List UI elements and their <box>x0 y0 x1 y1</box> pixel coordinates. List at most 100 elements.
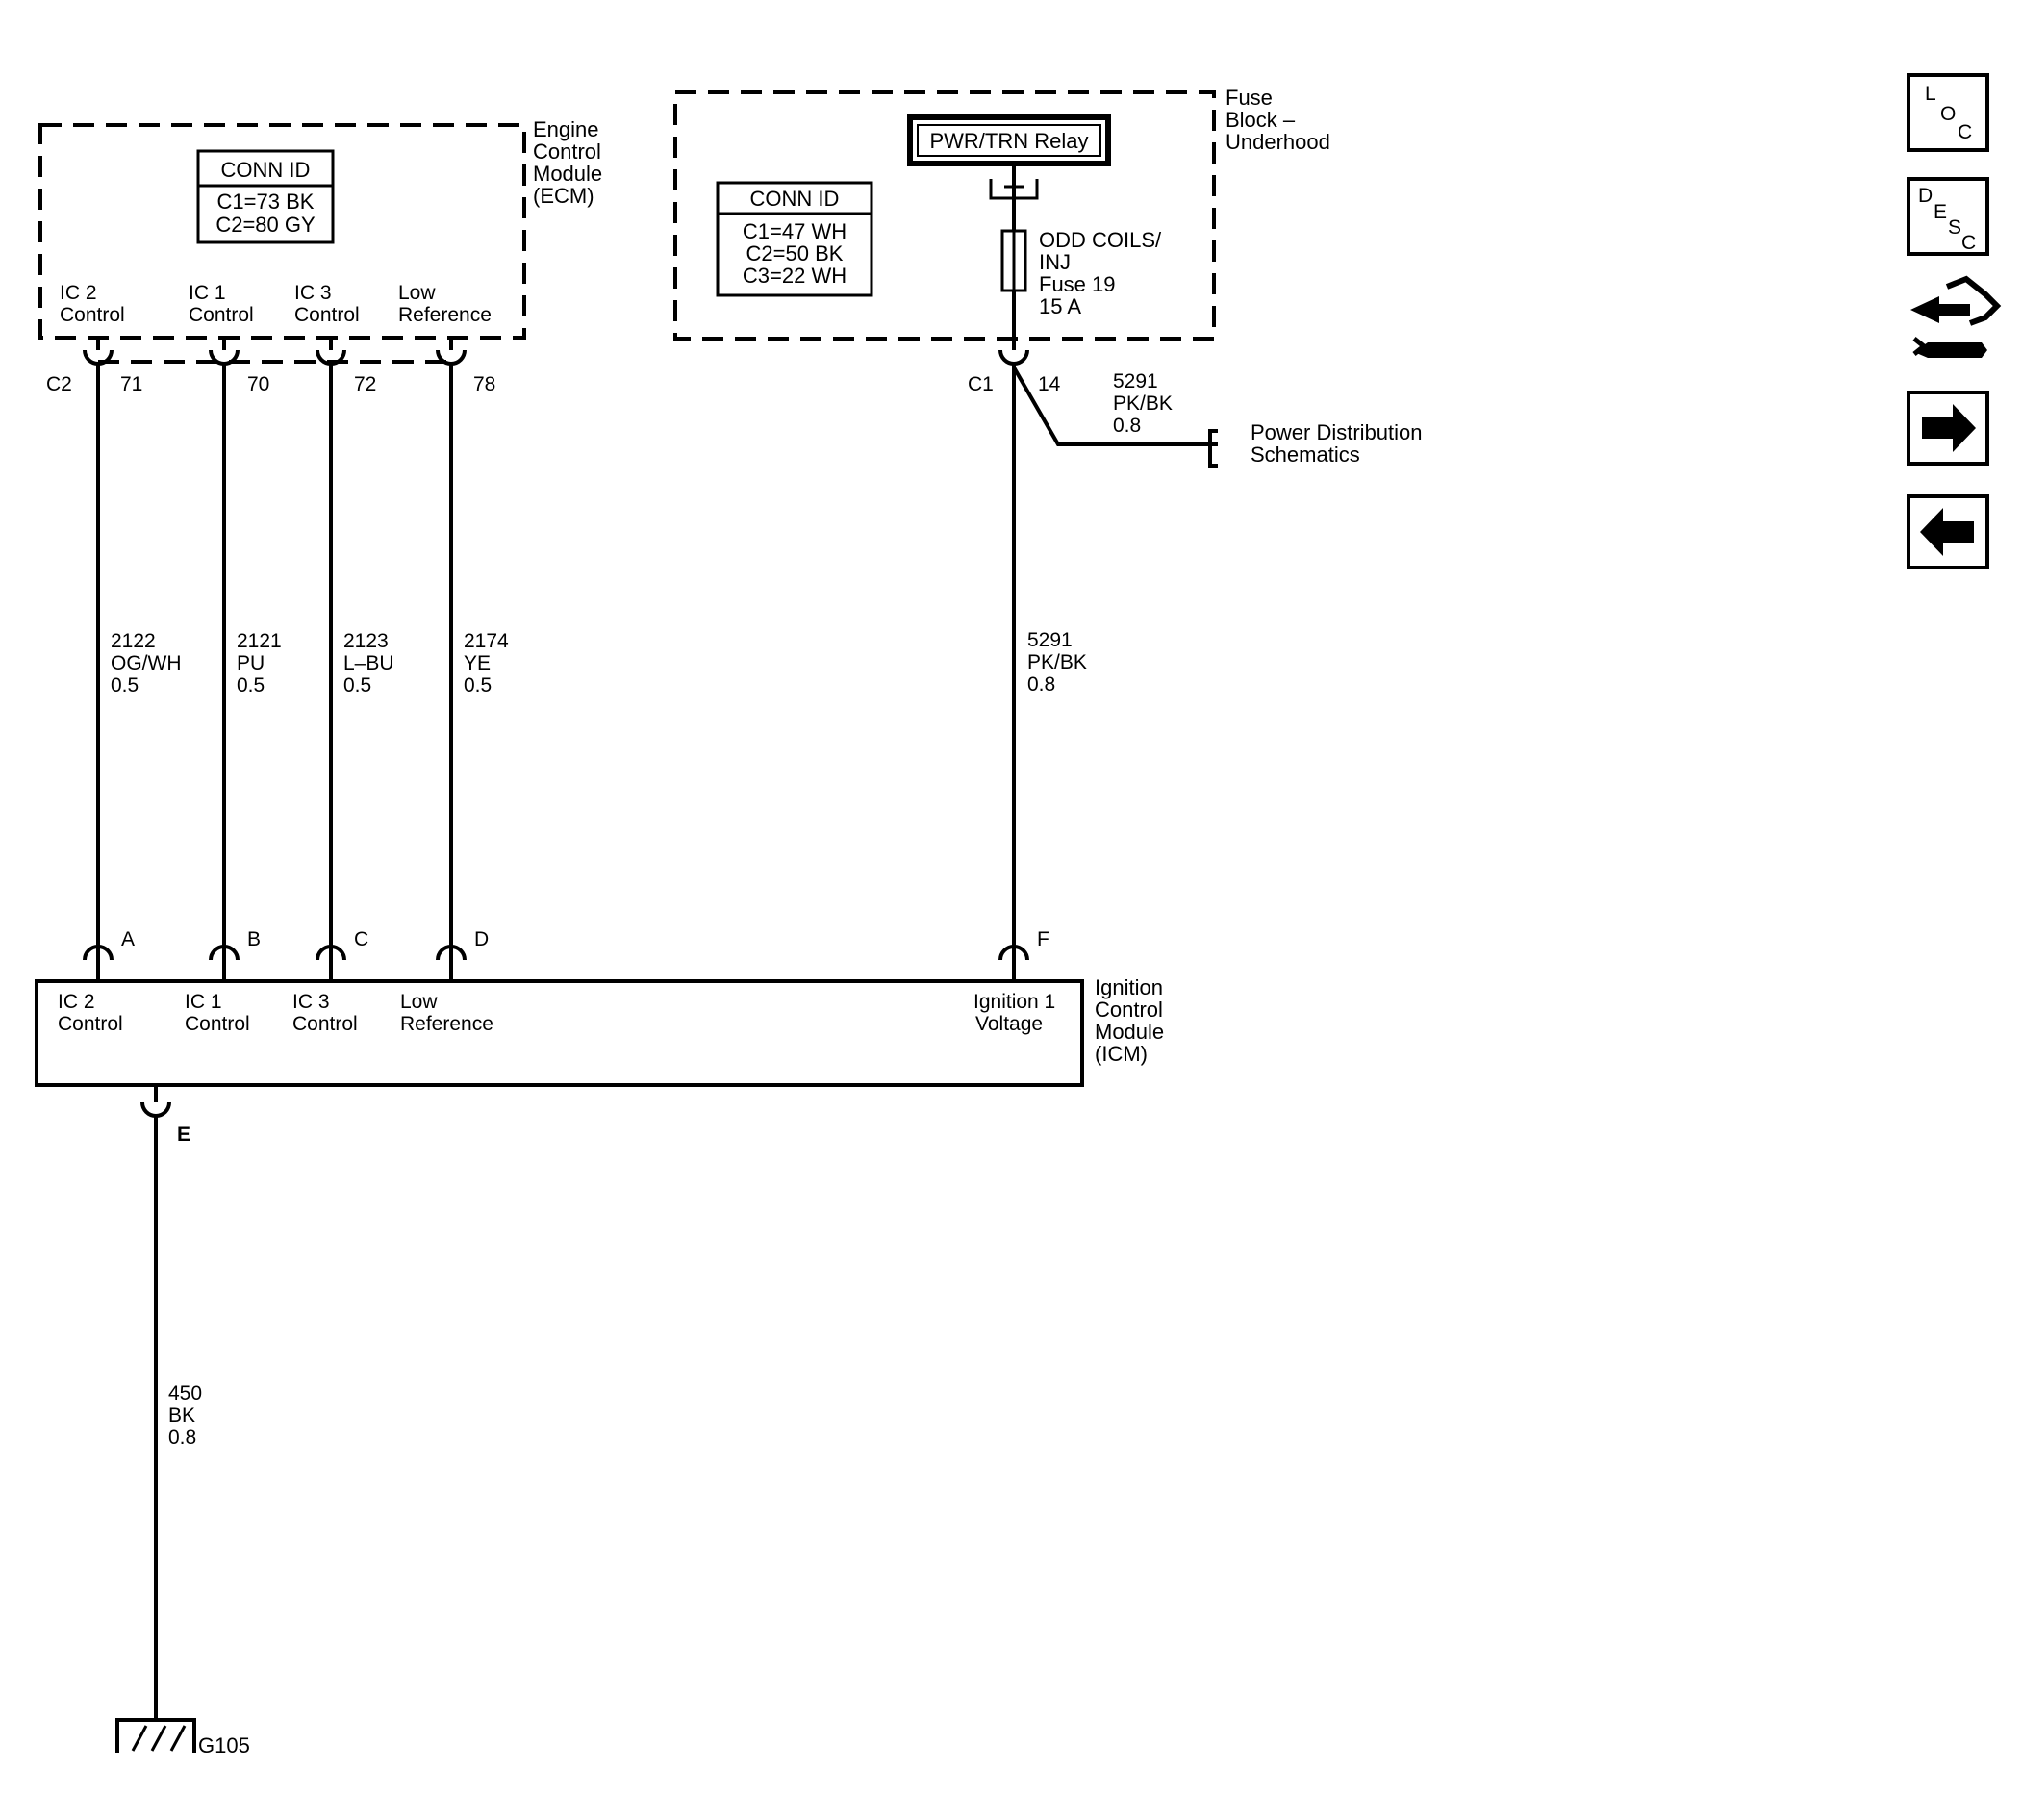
icm-name-2: Control <box>1095 998 1163 1022</box>
icm-pin-label-reference: Reference <box>400 1013 493 1035</box>
power-distribution-link-1[interactable]: Power Distribution <box>1251 420 1423 444</box>
power-distribution-link-2[interactable]: Schematics <box>1251 442 1360 467</box>
branch-wire-size: 0.8 <box>1113 415 1141 437</box>
ecm-conn-id-box: CONN ID C1=73 BK C2=80 GY <box>196 149 335 244</box>
loc-letter-l: L <box>1925 83 1936 105</box>
wire-2174-color: YE <box>464 652 491 674</box>
pwr-trn-relay: PWR/TRN Relay <box>907 114 1111 166</box>
wire-450-size: 0.8 <box>168 1427 196 1449</box>
ecm-cavity-72: 72 <box>354 373 376 395</box>
icm-name-4: (ICM) <box>1095 1042 1148 1066</box>
ecm-conn-id-title: CONN ID <box>221 158 311 182</box>
fuse-block-c1-terminal <box>998 337 1029 366</box>
ecm-pin-label-low: Low <box>398 282 436 304</box>
ecm-pin-label-ic2-control: Control <box>60 304 125 326</box>
ecm-name-1: Engine <box>533 117 599 141</box>
wire-2121-color: PU <box>237 652 265 674</box>
loc-letter-o: O <box>1940 103 1956 125</box>
fuse-conn-id-line-2: C2=50 BK <box>746 241 844 265</box>
relay-output-terminal <box>989 164 1039 200</box>
fuse-block-name-2: Block – <box>1226 108 1296 132</box>
wire-2121-size: 0.5 <box>237 674 265 696</box>
power-distribution-bracket <box>1208 429 1218 468</box>
fuse-connector-id: C1 <box>968 373 994 395</box>
wire-2122-size: 0.5 <box>111 674 139 696</box>
icm-ground-terminal <box>140 1085 171 1118</box>
desc-button[interactable]: D E S C <box>1907 177 1989 256</box>
ignition-control-module: IC 2 Control IC 1 Control IC 3 Control L… <box>35 975 1164 1087</box>
desc-letter-s: S <box>1948 216 1961 239</box>
wire-label-2123: 2123 L–BU 0.5 <box>343 630 394 696</box>
ecm-cavity-70: 70 <box>247 373 269 395</box>
ground-symbol <box>115 1718 196 1753</box>
ecm-conn-id-line-1: C1=73 BK <box>217 190 315 214</box>
loc-letter-c: C <box>1958 121 1972 143</box>
branch-wire-label: 5291 PK/BK 0.8 <box>1113 370 1173 437</box>
ecm-pin-label-ic1: IC 1 <box>189 282 226 304</box>
wire-2174-circuit: 2174 <box>464 630 509 652</box>
icm-pin-label-voltage: Voltage <box>975 1013 1043 1035</box>
wire-2121-circuit: 2121 <box>237 630 282 652</box>
next-page-button[interactable] <box>1907 391 1989 466</box>
icm-pin-label-ic1-control: Control <box>185 1013 250 1035</box>
branch-wire-color: PK/BK <box>1113 392 1173 415</box>
icm-terminals <box>83 945 1029 979</box>
arrow-right-icon <box>1922 404 1976 452</box>
fuse-block-underhood: Fuse Block – Underhood PWR/TRN Relay CON… <box>673 86 1330 341</box>
wire-450-color: BK <box>168 1404 195 1427</box>
branch-wire-circuit: 5291 <box>1113 370 1158 392</box>
ecm-pin-label-ic3: IC 3 <box>294 282 332 304</box>
loc-button[interactable]: L O C <box>1907 73 1989 152</box>
wire-label-5291: 5291 PK/BK 0.8 <box>1027 629 1087 695</box>
wire-label-2122: 2122 OG/WH 0.5 <box>111 630 182 696</box>
desc-letter-e: E <box>1934 201 1947 223</box>
icm-pin-letter-a: A <box>121 928 135 950</box>
wire-5291-color: PK/BK <box>1027 651 1087 673</box>
connector-repair-icon[interactable] <box>1910 275 2002 358</box>
ecm-connector-id: C2 <box>46 373 72 395</box>
fuse-cavity-14: 14 <box>1038 373 1061 395</box>
fuse-label-3: Fuse 19 <box>1039 272 1116 296</box>
ecm-name-4: (ECM) <box>533 184 594 208</box>
ecm-name-3: Module <box>533 162 602 186</box>
icm-pin-label-ic3: IC 3 <box>292 991 330 1013</box>
wire-2174-size: 0.5 <box>464 674 492 696</box>
icm-pin-label-ic2: IC 2 <box>58 991 95 1013</box>
arrow-left-icon <box>1920 508 1974 556</box>
icm-pin-label-ignition-1: Ignition 1 <box>973 991 1055 1013</box>
ecm-pin-label-ic2: IC 2 <box>60 282 97 304</box>
fuse-conn-id-line-3: C3=22 WH <box>743 264 847 288</box>
icm-pin-label-low: Low <box>400 991 438 1013</box>
wire-450-circuit: 450 <box>168 1382 202 1404</box>
ecm-conn-id-line-2: C2=80 GY <box>215 213 316 237</box>
icm-name-3: Module <box>1095 1020 1164 1044</box>
ecm-pin-label-ic3-control: Control <box>294 304 360 326</box>
wire-label-450: 450 BK 0.8 <box>168 1382 202 1449</box>
ecm-pin-label-ic1-control: Control <box>189 304 254 326</box>
wire-2123-size: 0.5 <box>343 674 371 696</box>
relay-label: PWR/TRN Relay <box>929 129 1088 153</box>
icm-pin-letter-d: D <box>474 928 489 950</box>
icm-pin-label-ic2-control: Control <box>58 1013 123 1035</box>
ecm-cavity-71: 71 <box>120 373 142 395</box>
previous-page-button[interactable] <box>1907 494 1989 569</box>
icm-pin-label-ic1: IC 1 <box>185 991 222 1013</box>
ground-label: G105 <box>198 1733 250 1757</box>
ecm-c2-terminals <box>83 337 467 366</box>
wire-5291-size: 0.8 <box>1027 673 1055 695</box>
fuse-label-4: 15 A <box>1039 294 1081 318</box>
fuse-block-name-1: Fuse <box>1226 86 1273 110</box>
fuse-conn-id-line-1: C1=47 WH <box>743 219 847 243</box>
ecm-pin-label-reference: Reference <box>398 304 492 326</box>
ecm-name-2: Control <box>533 139 601 164</box>
icm-name-1: Ignition <box>1095 975 1163 999</box>
wire-label-2174: 2174 YE 0.5 <box>464 630 509 696</box>
icm-pin-letter-f: F <box>1037 928 1049 950</box>
fuse-conn-id-title: CONN ID <box>750 187 840 211</box>
wire-2123-color: L–BU <box>343 652 394 674</box>
wire-2122-color: OG/WH <box>111 652 182 674</box>
ecm-cavity-78: 78 <box>473 373 495 395</box>
wire-5291-circuit: 5291 <box>1027 629 1073 651</box>
fuse-block-name-3: Underhood <box>1226 130 1330 154</box>
